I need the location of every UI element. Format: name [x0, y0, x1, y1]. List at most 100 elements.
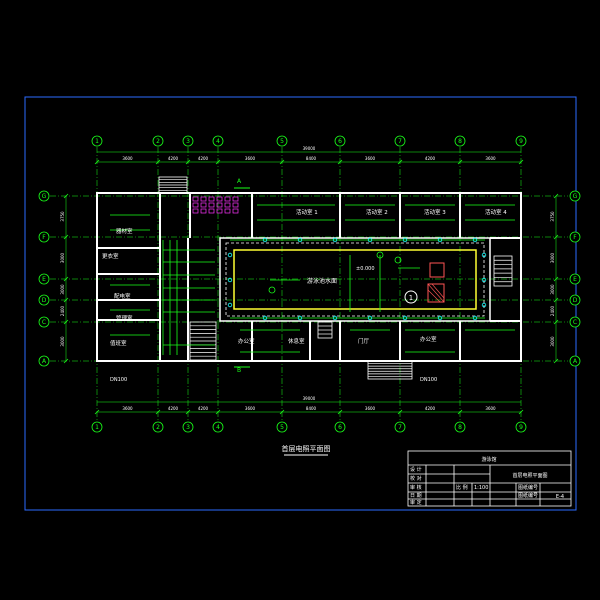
axis-bubble-label: 8 — [458, 138, 462, 145]
axis-bubble — [569, 190, 581, 202]
toilet-stall — [192, 196, 199, 202]
dimension-tick — [155, 159, 161, 165]
restroom-fixtures — [192, 196, 239, 214]
dimension-label: 3600 — [245, 406, 256, 411]
building-walls — [96, 192, 522, 362]
toilet-stall — [232, 196, 239, 202]
room-label: 门厅 — [358, 337, 370, 345]
title-block-cell: 日 期 — [410, 493, 422, 499]
pool-equipment: 1 — [404, 262, 445, 304]
dimension-tick — [337, 159, 343, 165]
lamp-fixture — [297, 237, 303, 243]
axis-bubble — [212, 135, 224, 147]
dimension-tick — [63, 276, 69, 282]
axis-bubble-label: F — [573, 234, 577, 241]
room-label: 办公室 — [238, 337, 255, 345]
axis-bubble — [91, 421, 103, 433]
dimension-label: 3750 — [60, 211, 65, 222]
dimension-tick — [553, 297, 559, 303]
axis-bubble — [38, 231, 50, 243]
toilet-stall — [216, 202, 223, 208]
dimension-label: 3000 — [60, 284, 65, 295]
dimension-label: 3600 — [122, 406, 133, 411]
toilet-stall — [208, 196, 215, 202]
axis-bubble-label: 5 — [280, 424, 284, 431]
dimension-tick — [553, 276, 559, 282]
axis-bubble — [91, 135, 103, 147]
title-block-cell: 设 计 — [410, 466, 422, 473]
dimension-label: 3600 — [245, 156, 256, 161]
svg-text:1: 1 — [409, 294, 413, 302]
lamp-fixture — [227, 277, 233, 283]
toilet-stall — [208, 208, 215, 214]
lamp-fixture — [367, 315, 373, 321]
dimension-tick — [553, 319, 559, 325]
lighting-wiring — [110, 204, 515, 355]
axis-bubble — [182, 421, 194, 433]
title-block-cell: 图纸编号 — [518, 492, 538, 499]
lamp-fixture — [227, 252, 233, 258]
pool-label: 游泳池水面 — [307, 277, 337, 285]
axis-bubble — [38, 273, 50, 285]
axis-bubble — [38, 355, 50, 367]
toilet-stall — [224, 196, 231, 202]
axis-bubble-label: F — [42, 234, 46, 241]
dimension-tick — [94, 409, 100, 415]
axis-bubble-label: 9 — [519, 424, 523, 431]
dimension-tick — [63, 193, 69, 199]
axis-bubble-label: 1 — [95, 138, 99, 145]
axis-bubble-label: A — [42, 358, 47, 365]
dimension-tick — [63, 234, 69, 240]
toilet-stall — [192, 208, 199, 214]
lamp-fixture — [481, 252, 487, 258]
dimension-label: 3000 — [550, 252, 555, 263]
axis-bubble — [454, 421, 466, 433]
room-labels: 活动室 1 活动室 2 活动室 3 活动室 4 器材室 更衣室 配电室 管理室 … — [102, 208, 507, 347]
axis-bubble — [38, 316, 50, 328]
axis-bubble-label: E — [42, 276, 46, 283]
room-label: 活动室 1 — [296, 208, 318, 216]
axis-bubble-label: 2 — [156, 138, 160, 145]
dimension-label: 3000 — [550, 336, 555, 347]
lamp-fixture — [472, 237, 478, 243]
room-label: 活动室 2 — [366, 208, 388, 216]
stairs — [158, 176, 513, 380]
lamp-fixture — [402, 237, 408, 243]
room-label: 管理室 — [116, 314, 133, 322]
toilet-stall — [216, 208, 223, 214]
axis-bubble-label: C — [573, 319, 577, 326]
axis-bubble — [334, 421, 346, 433]
dimension-label: 4200 — [425, 156, 436, 161]
dimension-label: 4200 — [198, 406, 209, 411]
dimension-tick — [553, 358, 559, 364]
axis-bubble-label: A — [573, 358, 578, 365]
dimension-tick — [215, 409, 221, 415]
title-block-sheet-title: 首层电照平面图 — [512, 472, 547, 479]
pool-deck-outline — [225, 242, 485, 317]
dimension-label: 3750 — [550, 211, 555, 222]
lamp-fixture — [262, 237, 268, 243]
dimension-label: 8400 — [306, 406, 317, 411]
room-label: 值班室 — [110, 339, 127, 347]
toilet-stall — [216, 196, 223, 202]
dimension-tick — [279, 159, 285, 165]
dimension-tick — [457, 159, 463, 165]
title-block-cell: 审 核 — [410, 484, 422, 491]
dimension-label: 4200 — [168, 156, 179, 161]
dimension-label: 8400 — [306, 156, 317, 161]
axis-bubble — [212, 421, 224, 433]
axis-bubble-label: 4 — [216, 424, 220, 431]
lamp-fixture — [481, 277, 487, 283]
axis-bubble-label: 4 — [216, 138, 220, 145]
dimension-tick — [553, 234, 559, 240]
axis-bubble-label: 2 — [156, 424, 160, 431]
toilet-stall — [192, 202, 199, 208]
dimension-tick — [94, 159, 100, 165]
stair-outline — [367, 360, 413, 380]
dimension-total-label: 39000 — [303, 396, 316, 401]
axis-bubble — [569, 316, 581, 328]
axis-bubble — [569, 355, 581, 367]
axis-bubble-label: C — [42, 319, 46, 326]
